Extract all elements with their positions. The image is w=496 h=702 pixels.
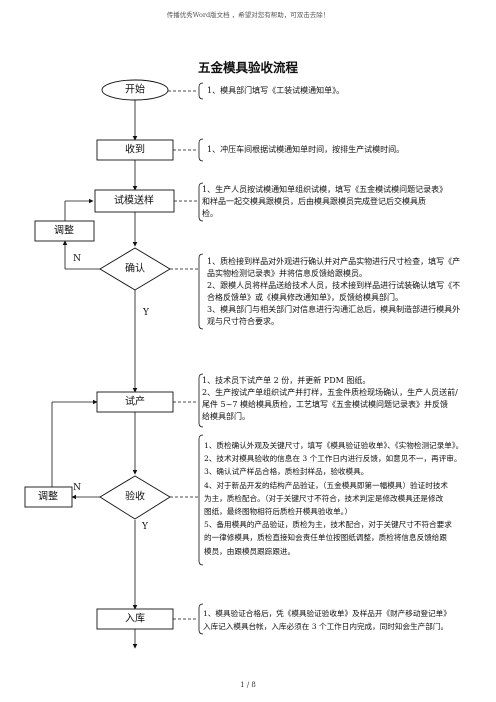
note-line: 模员，由跟模员跟踪跟进。 xyxy=(204,546,296,556)
receive-box xyxy=(96,139,174,161)
page-number: 1 / 8 xyxy=(240,681,256,689)
brace-confirm xyxy=(198,253,204,330)
note-line: 3、确认试产样品合格，质检封样品，验收模具。 xyxy=(204,467,369,477)
send-sample-box xyxy=(94,189,175,213)
confirm-label: 确认 xyxy=(125,262,145,275)
note-line: 为主，质检配合。（对于关键尺寸不符合，技术判定是修改模具还是修改 xyxy=(204,493,444,503)
note-line: 1、技术员下试产单 2 份，并更新 PDM 图纸。 xyxy=(202,376,371,385)
adjust-label-1: 调整 xyxy=(54,224,74,237)
branch-y-1: Y xyxy=(142,308,150,318)
note-trial-production: 1、技术员下试产单 2 份，并更新 PDM 图纸。 2、生产按试产单组织试产并打… xyxy=(202,375,458,423)
note-line: 1、模具验证合格后，凭《模具验证验收单》及样品开《财产移动登记单》 xyxy=(203,609,451,618)
acceptance-label: 验收 xyxy=(125,490,145,503)
note-line: 2、跟模人员将样品送给技术人员，技术接到样品进行试装确认填写《不 xyxy=(207,281,461,290)
send-sample-label: 试模送样 xyxy=(114,194,154,207)
adjust-box-1 xyxy=(34,220,95,242)
branch-n-1: N xyxy=(73,254,81,264)
page-title: 五金模具验收流程 xyxy=(197,60,298,75)
loop-adjust-1 xyxy=(62,198,100,270)
note-line: 1、模具部门填写《工装试模通知单》。 xyxy=(207,86,345,95)
note-send-sample: 1、生产人员按试模通知单组织试模，填写《五金模试模问题记录表》 和样品一起交模具… xyxy=(202,184,447,220)
note-line: 入库记入模具台帐，入库必须在 3 个工作日内完成，同时知会生产部门。 xyxy=(203,622,449,631)
brace-store xyxy=(198,603,204,635)
trial-production-label: 试产 xyxy=(125,395,145,408)
store-box xyxy=(96,608,174,630)
note-line: 的一律修模具，质检直接知会责任单位按图纸调整，质检将信息反馈给跟 xyxy=(204,533,447,543)
note-confirm: 1、质检接到样品对外观进行确认并对产品实物进行尺寸检查，填写《产 品实物检测记录… xyxy=(207,256,460,328)
trial-production-box xyxy=(96,391,174,413)
acceptance-decision xyxy=(99,475,171,520)
loop-adjust-2 xyxy=(51,399,100,500)
brace-receive xyxy=(198,138,204,162)
note-line: 尾件 5~7 模给模具质检，工艺填写《五金模试模问题记录表》并反馈 xyxy=(202,400,448,409)
store-label: 入库 xyxy=(125,612,145,625)
note-line: 2、生产按试产单组织试产并打样，五金件质检现场确认，生产人员送前/ xyxy=(202,388,458,397)
annotation-connectors xyxy=(168,90,198,620)
note-store: 1、模具验证合格后，凭《模具验证验收单》及样品开《财产移动登记单》 入库记入模具… xyxy=(203,607,451,633)
note-line: 3、模具部门与相关部门对信息进行沟通汇总后，模具制造部进行模具外 xyxy=(207,305,461,314)
note-start: 1、模具部门填写《工装试模通知单》。 xyxy=(207,85,344,97)
document-header-note: 传播优秀Word版文档 ，希望对您有帮助，可双击去除！ xyxy=(166,11,330,19)
note-line: 和样品一起交模具跟模员，后由模具跟模员完成登记后交模具质 xyxy=(202,197,426,206)
note-line: 合格反馈单》或《模具修改通知单》，反馈给模具部门。 xyxy=(207,293,403,302)
note-acceptance: 1、质检确认外观及关键尺寸，填写《模具验证验收单》、《实物检测记录单》。 2、技… xyxy=(204,439,463,558)
note-line: 品实物检测记录表》并将信息反馈给跟模员。 xyxy=(207,269,367,278)
note-line: 给模具部门。 xyxy=(202,412,250,421)
adjust-label-2: 调整 xyxy=(38,490,58,503)
note-line: 5、备用模具的产品验证，质检为主，技术配合，对于关键尺寸不符合要求 xyxy=(204,520,452,530)
note-line: 图纸，最终图物相符后质检开模具验收单。） xyxy=(204,507,353,517)
brace-accept xyxy=(198,434,204,566)
brace-trial xyxy=(198,373,204,428)
note-line: 1、质检确认外观及关键尺寸，填写《模具验证验收单》、《实物检测记录单》。 xyxy=(204,441,464,450)
note-line: 1、生产人员按试模通知单组织试模，填写《五金模试模问题记录表》 xyxy=(202,185,448,194)
note-line: 4、对于新品开发的结构产品验证，（五金模具即第一幅模具）验证时技术 xyxy=(204,480,449,490)
brace-start xyxy=(198,82,204,100)
note-line: 1、质检接到样品对外观进行确认并对产品实物进行尺寸检查，填写《产 xyxy=(207,257,461,266)
note-receive: 1、冲压车间根据试模通知单时间，按排生产试模时间。 xyxy=(207,144,404,156)
annotation-braces xyxy=(198,82,204,635)
confirm-decision xyxy=(99,247,171,291)
note-line: 1、冲压车间根据试模通知单时间，按排生产试模时间。 xyxy=(207,145,405,154)
brace-send xyxy=(198,182,204,222)
start-label: 开始 xyxy=(125,83,145,96)
note-line: 检。 xyxy=(202,209,218,218)
note-line: 观与尺寸符合要求。 xyxy=(207,317,279,326)
branch-y-2: Y xyxy=(141,522,149,532)
adjust-box-2 xyxy=(24,486,73,508)
note-line: 2、技术对模具验收的信息在 3 个工作日内进行反馈，如意见不一，再评审。 xyxy=(204,454,462,464)
start-node xyxy=(101,79,169,101)
branch-n-2: N xyxy=(73,483,81,493)
receive-label: 收到 xyxy=(125,143,145,156)
